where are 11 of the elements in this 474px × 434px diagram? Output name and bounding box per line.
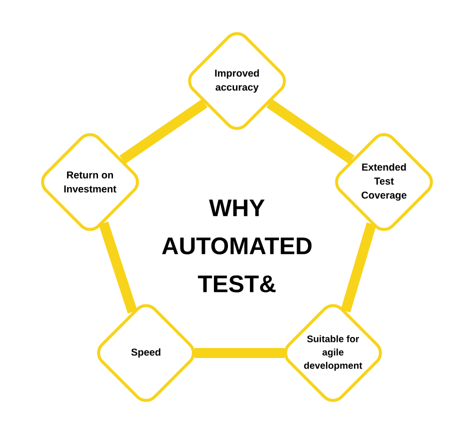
title: WHY AUTOMATED TEST& [162, 200, 312, 292]
diamond-box: Improved accuracy [188, 32, 286, 130]
connector [340, 222, 376, 312]
diamond-box: Extended Test Coverage [335, 133, 433, 231]
connector [266, 99, 355, 164]
connector [194, 348, 284, 358]
connector [98, 222, 138, 314]
connector [119, 99, 208, 164]
diamond-box: Suitable for agile development [284, 304, 382, 402]
diamond-box: Return on Investment [41, 133, 139, 231]
diamond-box: Speed [97, 304, 195, 402]
